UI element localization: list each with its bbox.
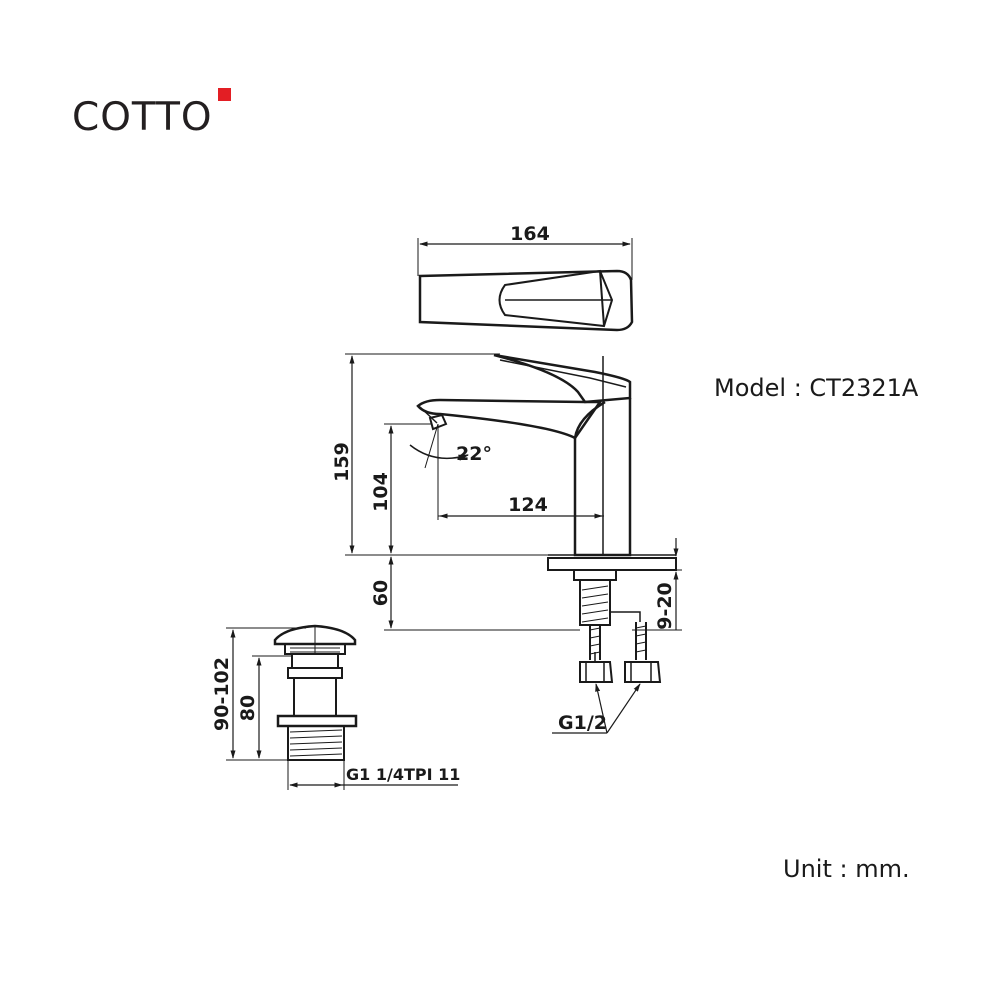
logo-red-square: [218, 88, 231, 101]
dim-total-height-label: 159: [331, 442, 353, 482]
logo-wordmark: COTTO: [72, 95, 213, 140]
waste-valve-drawing: [273, 624, 358, 761]
dim-below-deck-label: 60: [370, 580, 392, 606]
dim-waste-body-label: 80: [237, 695, 259, 721]
faucet-side-view: [409, 353, 677, 683]
dim-waste-thread-label: G1 1/4TPI 11: [346, 765, 460, 784]
dim-deck-thickness-label: 9-20: [654, 582, 676, 630]
dim-spout-reach-label: 124: [508, 494, 548, 516]
dim-spout-angle-label: 22°: [456, 443, 492, 465]
dim-top-width-label: 164: [510, 223, 550, 245]
model-label: Model : CT2321A: [714, 374, 919, 402]
cotto-logo: COTTO: [72, 88, 231, 140]
dim-spout-height-label: 104: [370, 472, 392, 512]
dim-inlet-thread-label: G1/2: [558, 712, 607, 734]
unit-label: Unit : mm.: [783, 855, 910, 883]
dim-waste-total-label: 90-102: [211, 657, 233, 731]
faucet-top-view: [417, 238, 634, 332]
